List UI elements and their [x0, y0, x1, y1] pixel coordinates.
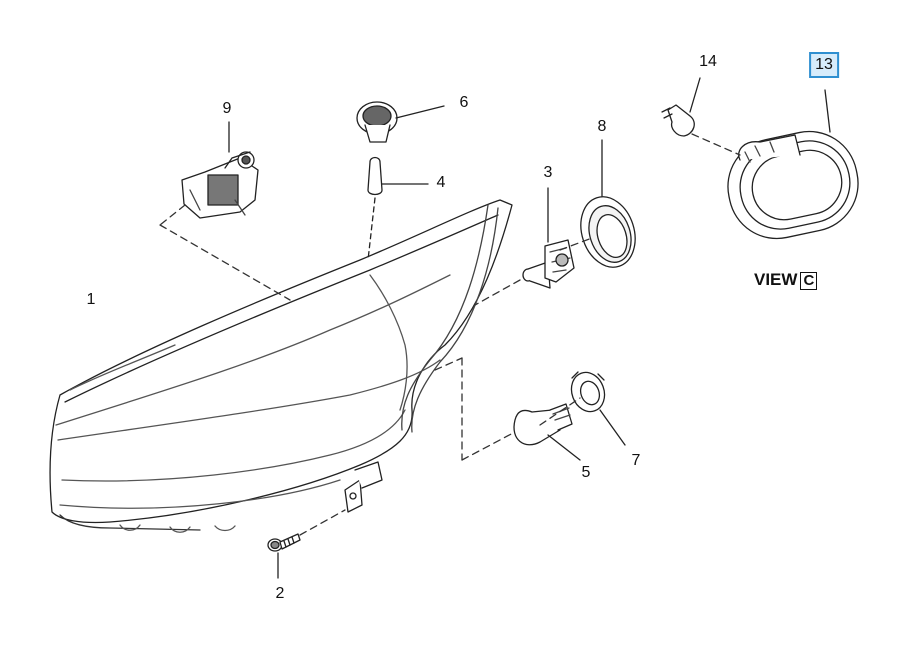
callout-13-highlighted: 13 — [809, 52, 839, 78]
screw — [267, 533, 301, 579]
socket-6 — [356, 101, 445, 143]
dashed-leaders — [159, 133, 741, 536]
side-marker-13 — [727, 89, 859, 240]
callout-14: 14 — [699, 53, 717, 70]
view-prefix: VIEW — [754, 270, 798, 289]
callout-2: 2 — [275, 585, 285, 602]
callout-3: 3 — [543, 164, 553, 181]
callout-1: 1 — [86, 291, 96, 308]
cap-8 — [580, 139, 636, 268]
callout-6: 6 — [459, 94, 469, 111]
headlamp-housing — [49, 199, 513, 533]
view-letter: C — [800, 272, 818, 290]
socket-7 — [570, 371, 626, 446]
bulb-14 — [661, 77, 701, 137]
callout-8: 8 — [597, 118, 607, 135]
callout-9: 9 — [222, 100, 232, 117]
callout-4: 4 — [436, 174, 446, 191]
callout-5: 5 — [581, 464, 591, 481]
callout-7: 7 — [631, 452, 641, 469]
bulb-4 — [367, 156, 429, 261]
bulb-5 — [513, 403, 581, 461]
connector-9 — [181, 121, 259, 219]
bulb-3 — [522, 187, 575, 289]
